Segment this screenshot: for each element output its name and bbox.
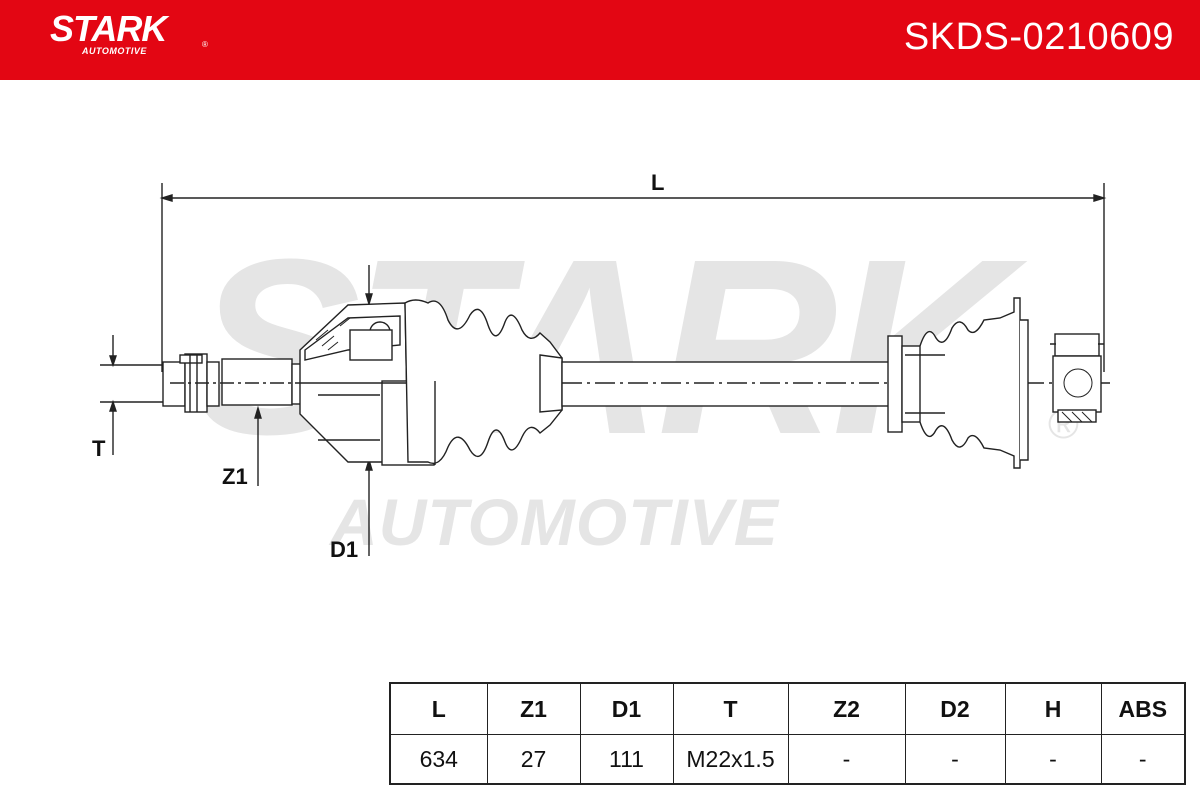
spec-value-h: - [1004, 734, 1102, 785]
specs-header-row: L Z1 D1 T Z2 D2 H ABS [389, 682, 1186, 735]
outer-stub-shaft [162, 353, 303, 413]
inner-end-stub [1050, 333, 1104, 423]
spec-value-z1: 27 [486, 734, 581, 785]
outer-boot [404, 299, 563, 465]
specs-value-row: 634 27 111 M22x1.5 - - - - [389, 734, 1186, 785]
specs-table: L Z1 D1 T Z2 D2 H ABS 634 27 111 M22x1.5… [389, 682, 1186, 785]
spec-value-t: M22x1.5 [672, 734, 789, 785]
shaft-bar [561, 361, 1110, 407]
spec-value-abs: - [1100, 734, 1186, 785]
spec-header-t: T [672, 682, 789, 735]
spec-header-abs: ABS [1100, 682, 1186, 735]
logo-registered-mark: ® [202, 40, 208, 49]
spec-header-z1: Z1 [486, 682, 581, 735]
spec-header-d1: D1 [579, 682, 674, 735]
inner-boot [887, 297, 1029, 469]
spec-value-d2: - [904, 734, 1006, 785]
logo-subtitle: AUTOMOTIVE [82, 46, 147, 56]
spec-header-z2: Z2 [787, 682, 906, 735]
spec-header-h: H [1004, 682, 1102, 735]
spec-header-d2: D2 [904, 682, 1006, 735]
dimension-z1 [254, 405, 262, 486]
spec-value-d1: 111 [579, 734, 674, 785]
label-z1: Z1 [222, 464, 248, 489]
label-d1: D1 [330, 537, 359, 562]
spec-value-l: 634 [389, 734, 488, 785]
logo-text: STARK [50, 8, 167, 49]
part-number: SKDS-0210609 [903, 16, 1174, 58]
watermark-automotive: AUTOMOTIVE [330, 485, 779, 559]
spec-header-l: L [389, 682, 488, 735]
dimension-d1 [365, 265, 373, 556]
dimension-l [159, 183, 1107, 372]
label-l: L [651, 170, 665, 195]
label-t: T [92, 436, 106, 461]
stark-logo: STARK ® AUTOMOTIVE [50, 8, 208, 57]
header-bar: STARK ® AUTOMOTIVE SKDS-0210609 [0, 0, 1200, 80]
spec-value-z2: - [787, 734, 906, 785]
